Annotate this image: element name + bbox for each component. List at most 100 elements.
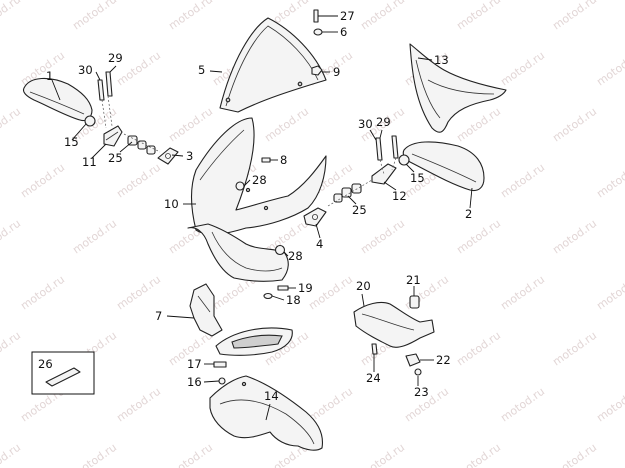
callout-number: 3 [186, 149, 193, 163]
watermark-text: motod.ru [166, 105, 215, 145]
watermark-text: motod.ru [358, 0, 407, 32]
callout-23: 23 [414, 376, 429, 399]
watermark-text: motod.ru [0, 0, 23, 32]
watermark-text: motod.ru [0, 441, 23, 468]
part-side-panel-right [409, 43, 507, 133]
watermark-text: motod.ru [114, 161, 163, 201]
watermark-text: motod.ru [594, 385, 625, 425]
callout-number: 22 [436, 353, 451, 367]
watermark-text: motod.ru [70, 217, 119, 257]
callout-number: 11 [82, 155, 97, 169]
callout-number: 10 [164, 197, 179, 211]
part-spacer-set-right [327, 179, 373, 207]
part-nut-9 [311, 65, 323, 76]
callout-number: 4 [316, 237, 323, 251]
callout-number: 18 [286, 293, 301, 307]
part-bolt-21 [409, 295, 420, 309]
part-lower-lens [215, 327, 293, 356]
part-chin-spoiler [209, 375, 324, 451]
leader-line-28 [283, 251, 289, 257]
watermark-text: motod.ru [454, 329, 503, 369]
leader-line-25 [347, 195, 357, 205]
part-mount-plate-left [157, 147, 179, 165]
part-mirror-base-left [103, 125, 123, 147]
callout-20: 20 [356, 279, 371, 307]
leader-line-2 [469, 187, 473, 209]
callout-16: 16 [187, 375, 220, 389]
watermark-text: motod.ru [454, 217, 503, 257]
callout-number: 29 [108, 51, 123, 65]
part-windshield [219, 17, 327, 113]
callout-number: 26 [38, 357, 53, 371]
watermark-text: motod.ru [166, 441, 215, 468]
watermark-text: motod.ru [70, 0, 119, 32]
leader-line-18 [271, 295, 285, 301]
watermark-text: motod.ru [594, 273, 625, 313]
callout-3: 3 [171, 149, 193, 163]
callout-4: 4 [315, 223, 323, 251]
callout-6: 6 [322, 25, 347, 39]
leader-line-3 [171, 154, 184, 157]
callout-27: 27 [318, 9, 355, 23]
leader-line-28 [243, 179, 251, 187]
leader-line-25 [119, 141, 133, 153]
callout-7: 7 [155, 309, 195, 323]
callout-29: 29 [376, 115, 391, 139]
callout-2: 2 [465, 187, 473, 221]
leader-line-15 [71, 123, 87, 141]
part-mount-plate-right [303, 207, 327, 227]
callout-number: 24 [366, 371, 381, 385]
callout-number: 14 [264, 389, 279, 403]
callout-number: 16 [187, 375, 202, 389]
callout-number: 20 [356, 279, 371, 293]
leader-line-16 [203, 380, 220, 383]
callout-number: 7 [155, 309, 162, 323]
callout-number: 12 [392, 189, 407, 203]
part-fastener-16 [218, 377, 226, 385]
leader-line-1 [51, 79, 61, 101]
callout-number: 1 [46, 69, 53, 83]
watermark-text: motod.ru [262, 105, 311, 145]
part-washer-6 [313, 28, 323, 36]
part-spacer-set-left [123, 133, 161, 155]
callout-11: 11 [82, 143, 107, 169]
watermark-text: motod.ru [550, 217, 599, 257]
watermark-text: motod.ru [114, 273, 163, 313]
watermark-text: motod.ru [550, 329, 599, 369]
part-fastener-17 [213, 361, 227, 368]
leader-line-29 [109, 65, 117, 73]
part-grommet-28-lower [274, 244, 286, 256]
part-nut-22 [405, 353, 421, 367]
part-fastener-18 [263, 292, 273, 300]
callout-17: 17 [187, 357, 214, 371]
watermark-text: motod.ru [70, 441, 119, 468]
watermark-text: motod.ru [18, 273, 67, 313]
watermark-text: motod.ru [498, 385, 547, 425]
callout-15: 15 [405, 163, 425, 185]
part-screw-24 [371, 343, 378, 355]
watermark-text: motod.ru [306, 385, 355, 425]
watermark-text: motod.ru [498, 273, 547, 313]
part-inner-duct [189, 283, 223, 337]
callout-number: 2 [465, 207, 472, 221]
callout-number: 27 [340, 9, 355, 23]
part-mirror-base-right [371, 163, 397, 185]
callout-number: 19 [298, 281, 313, 295]
callout-25: 25 [347, 195, 367, 217]
callout-number: 21 [406, 273, 421, 287]
callout-number: 25 [352, 203, 367, 217]
callout-29: 29 [108, 51, 123, 73]
callout-number: 17 [187, 357, 202, 371]
leader-line-13 [417, 57, 433, 61]
callout-24: 24 [366, 354, 381, 385]
callout-number: 15 [410, 171, 425, 185]
leader-line-30 [369, 129, 377, 141]
callout-30: 30 [358, 117, 377, 141]
watermark-text: motod.ru [18, 161, 67, 201]
watermark-text: motod.ru [358, 217, 407, 257]
part-screws-left [97, 71, 113, 129]
callout-number: 28 [288, 249, 303, 263]
part-fastener-19 [277, 285, 289, 291]
